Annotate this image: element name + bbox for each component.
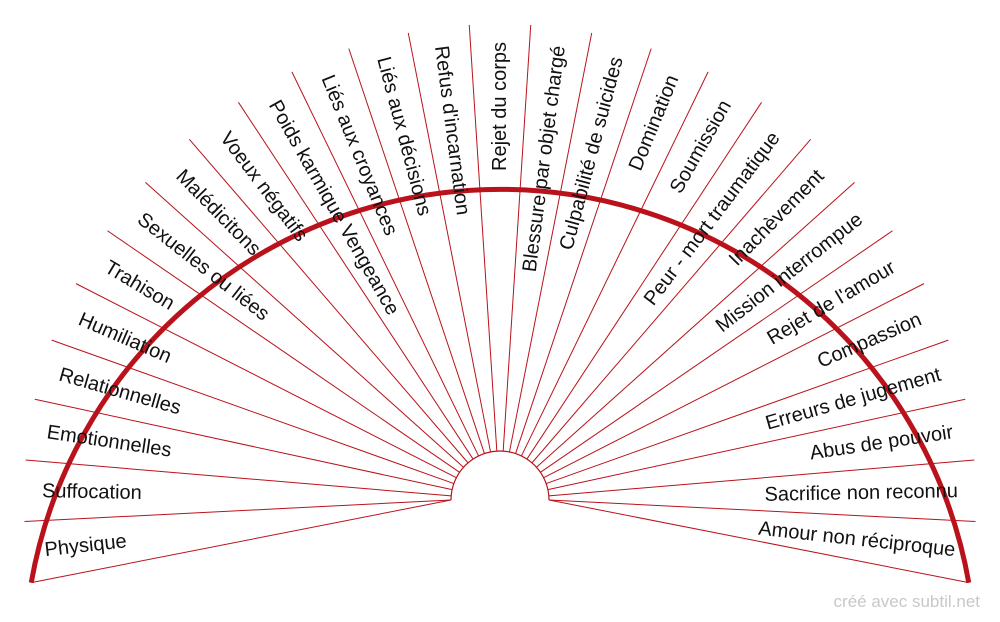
segment-divider <box>34 398 453 491</box>
segment-label: Culpabilité de suicides <box>556 54 628 252</box>
segment-divider <box>548 459 975 497</box>
segment-divider <box>75 283 457 479</box>
segment-label: Sacrifice non reconnu <box>764 480 958 506</box>
segment-divider <box>291 71 480 457</box>
credit-text: créé avec subtil.net <box>833 592 980 611</box>
segment-divider <box>348 48 485 454</box>
segment-label: Emotionnelles <box>45 421 172 461</box>
segment-divider <box>31 499 452 584</box>
inner-arc <box>450 450 550 501</box>
segment-label: Physique <box>44 530 128 561</box>
segment-label: Abus de pouvoir <box>808 421 955 464</box>
segment-labels: Physique Suffocation EmotionnellesRelation… <box>42 42 958 561</box>
segment-divider <box>540 230 893 473</box>
segment-dividers <box>24 24 976 584</box>
segment-divider <box>547 398 966 491</box>
segment-divider <box>107 230 460 473</box>
segment-label: Humiliation <box>75 308 175 367</box>
segment-label: Relationnelles <box>57 364 184 420</box>
segment-divider <box>468 24 498 452</box>
segment-divider <box>51 339 455 485</box>
segment-divider <box>545 339 949 485</box>
segment-label: Rejet du corps <box>489 42 511 171</box>
segment-divider <box>407 32 492 453</box>
segment-divider <box>548 499 976 523</box>
segment-divider <box>25 459 452 497</box>
segment-divider <box>536 182 855 468</box>
segment-divider <box>508 32 593 453</box>
segment-divider <box>238 102 474 460</box>
segment-label: Trahison <box>101 256 178 314</box>
segment-divider <box>543 283 925 479</box>
segment-divider <box>145 182 464 468</box>
segment-divider <box>188 139 469 464</box>
segment-divider <box>520 71 709 457</box>
segment-divider <box>531 139 812 464</box>
segment-label: Domination <box>625 72 684 174</box>
segment-label: Suffocation <box>42 480 142 504</box>
segment-divider <box>502 24 532 452</box>
segment-divider <box>526 102 762 460</box>
outer-arc <box>28 186 972 584</box>
segment-label: Refus d'incarnation <box>430 44 474 216</box>
segment-divider <box>24 499 452 523</box>
segment-divider <box>515 48 652 454</box>
segment-label: Sexuelles ou liées <box>133 208 273 325</box>
segment-divider <box>548 499 969 584</box>
segment-label: Amour non réciproque <box>757 518 956 562</box>
